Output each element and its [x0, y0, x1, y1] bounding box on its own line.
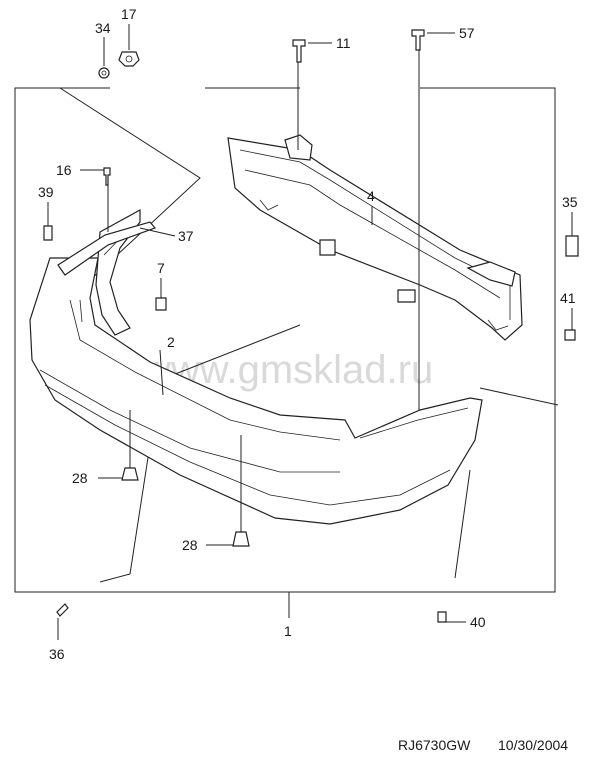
callout-35: 35	[562, 194, 578, 210]
callout-57: 57	[459, 25, 475, 41]
callout-40: 40	[470, 614, 486, 630]
callout-36: 36	[49, 646, 65, 662]
callout-37: 37	[178, 228, 194, 244]
retainer-strip	[57, 221, 157, 276]
callout-41: 41	[560, 290, 576, 306]
drawing-date: 10/30/2004	[498, 737, 568, 753]
callout-39: 39	[38, 184, 54, 200]
callout-1: 1	[284, 623, 292, 639]
callout-28-bottom: 28	[182, 537, 198, 553]
callout-11: 11	[336, 35, 351, 51]
callout-17: 17	[121, 6, 137, 22]
drawing-code: RJ6730GW	[398, 737, 471, 753]
callout-2: 2	[167, 334, 175, 350]
callout-28-left: 28	[72, 470, 88, 486]
callout-labels: 34 17 11 57 16 39 37 4 35 7 41 2 28 28 1…	[38, 6, 578, 662]
fasteners	[43, 29, 579, 623]
rear-bumper-cover	[29, 257, 483, 525]
callout-leaders	[47, 24, 573, 640]
callout-34: 34	[95, 20, 111, 36]
callout-7: 7	[157, 260, 165, 276]
callout-16: 16	[56, 162, 72, 178]
callout-4: 4	[367, 188, 375, 204]
rear-bumper-beam	[227, 134, 523, 341]
